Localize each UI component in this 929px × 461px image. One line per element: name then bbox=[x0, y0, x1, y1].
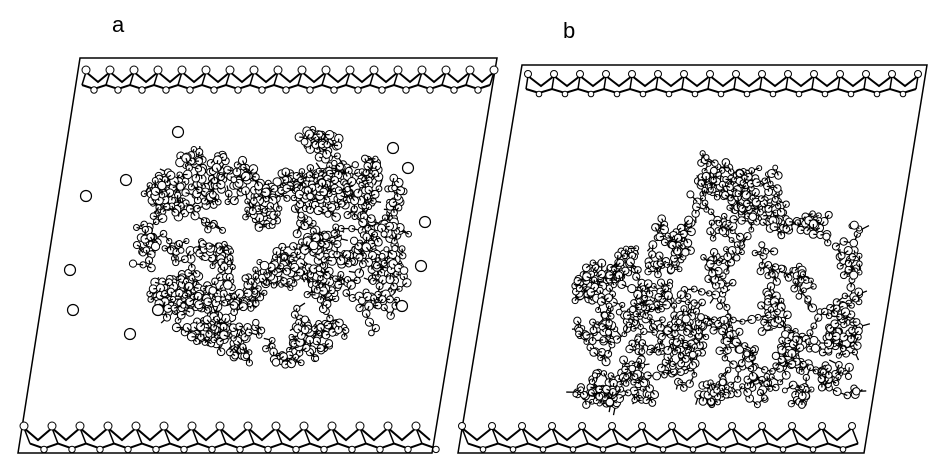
panel-b-label: b bbox=[563, 18, 576, 43]
panel-a-bottom-surface-layer bbox=[19, 421, 440, 454]
panel-a-top-surface-layer bbox=[81, 65, 499, 94]
panel-b-top-surface-layer bbox=[524, 70, 922, 98]
panel-a-label: a bbox=[112, 12, 125, 37]
panel-a-simulation-box bbox=[17, 57, 499, 454]
panel-a-free-ions bbox=[63, 125, 432, 341]
panel-b-molecule-cluster bbox=[566, 150, 871, 416]
panel-b-cell-outline bbox=[457, 64, 928, 454]
panel-a-molecule-cluster bbox=[128, 125, 412, 369]
panel-b-bottom-surface-layer bbox=[458, 422, 859, 453]
panel-a-cell-outline bbox=[17, 57, 498, 454]
panel-b-simulation-box bbox=[457, 64, 928, 454]
